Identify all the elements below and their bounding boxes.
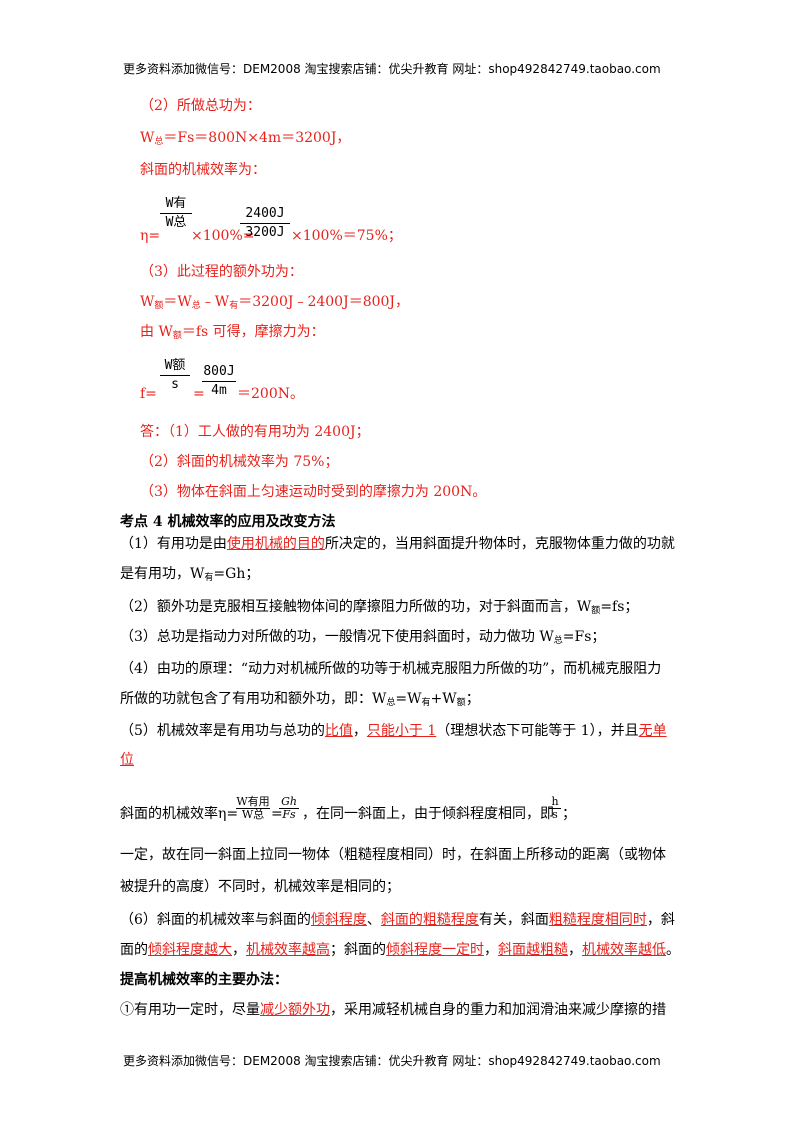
times-100-percent: ×100%= <box>191 228 255 244</box>
point-3: （3）总功是指动力对所做的功，一般情况下使用斜面时，动力做功 W总=Fs； <box>120 629 606 646</box>
point-6-line-1: （6）斜面的机械效率与斜面的倾斜程度、斜面的粗糙程度有关，斜面粗糙程度相同时，斜 <box>120 912 675 928</box>
formula-equals: = <box>271 806 283 822</box>
friction-result: ＝200N。 <box>237 386 304 402</box>
friction-derivation-line: 由 W额＝fs 可得，摩擦力为： <box>140 324 325 341</box>
incline-efficiency-label: 斜面的机械效率η= <box>120 806 239 822</box>
point-5-line-2: 位 <box>120 752 134 768</box>
total-work-line: W总＝Fs＝800N×4m＝3200J， <box>140 130 351 147</box>
point-4-line-2: 所做的功就包含了有用功和额外功，即：W总=W有+W额； <box>120 691 480 708</box>
point-5-line-1: （5）机械效率是有用功与总功的比值，只能小于 1（理想状态下可能等于 1），并且… <box>120 723 667 739</box>
method-1: ①有用功一定时，尽量减少额外功，采用减轻机械自身的重力和加润滑油来减少摩擦的措 <box>120 1002 666 1018</box>
step3-heading: （3）此过程的额外功为： <box>140 264 303 280</box>
point-1-line-1: （1）有用功是由使用机械的目的所决定的，当用斜面提升物体时，克服物体重力做的功就 <box>120 536 675 552</box>
point-1-line-2: 是有用功，W有=Gh； <box>120 566 260 583</box>
answer-3: （3）物体在斜面上匀速运动时受到的摩擦力为 200N。 <box>140 484 487 500</box>
methods-heading: 提高机械效率的主要办法： <box>120 972 288 988</box>
answer-2: （2）斜面的机械效率为 75%； <box>140 454 339 470</box>
efficiency-label: 斜面的机械效率为： <box>140 162 266 178</box>
step2-heading: （2）所做总功为： <box>140 98 261 114</box>
same-incline-text: ，在同一斜面上，由于倾斜程度相同，即 <box>302 806 554 822</box>
page-footer: 更多资料添加微信号：DEM2008 淘宝搜索店铺：优尖升教育 网址：shop49… <box>123 1054 661 1068</box>
equals-sign: = <box>193 386 205 402</box>
page-header: 更多资料添加微信号：DEM2008 淘宝搜索店铺：优尖升教育 网址：shop49… <box>123 62 661 76</box>
point-2: （2）额外功是克服相互接触物体间的摩擦阻力所做的功，对于斜面而言，W额=fs； <box>120 599 639 616</box>
constant-line-2: 被提升的高度）不同时，机械效率是相同的； <box>120 879 400 895</box>
answer-1: 答：（1）工人做的有用功为 2400J； <box>140 424 370 440</box>
eta-symbol: η= <box>140 228 161 244</box>
efficiency-result: ×100%＝75%； <box>291 228 402 244</box>
extra-work-line: W额＝W总﹣W有＝3200J﹣2400J＝800J， <box>140 294 410 311</box>
section-title: 考点 4 机械效率的应用及改变方法 <box>120 514 336 530</box>
constant-line-1: 一定，故在同一斜面上拉同一物体（粗糙程度相同）时，在斜面上所移动的距离（或物体 <box>120 847 666 863</box>
point-4-line-1: （4）由功的原理：“动力对机械所做的功等于机械克服阻力所做的功”，而机械克服阻力 <box>120 661 662 677</box>
point-6-line-2: 面的倾斜程度越大，机械效率越高；斜面的倾斜程度一定时，斜面越粗糙，机械效率越低。 <box>120 942 680 958</box>
f-symbol: f= <box>140 386 157 402</box>
formula-tail: ； <box>562 806 576 822</box>
